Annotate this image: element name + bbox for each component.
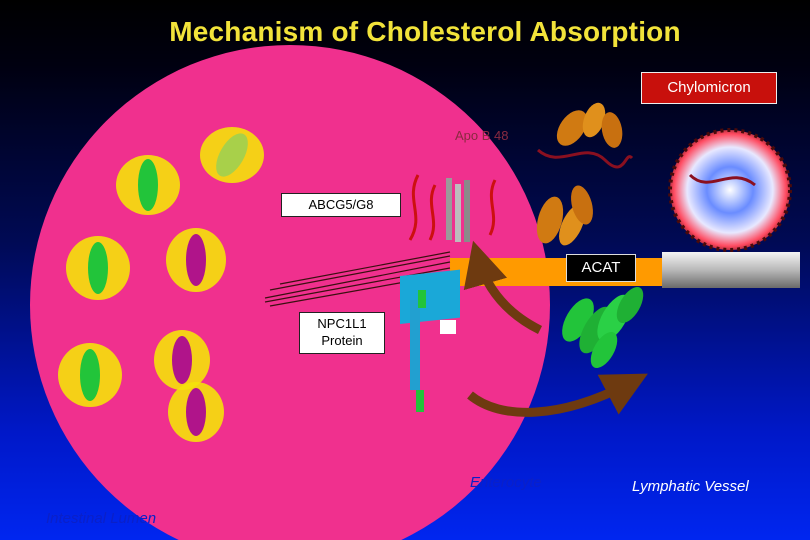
acat-label: ACAT bbox=[566, 254, 636, 282]
npc1l1-line2: Protein bbox=[321, 333, 363, 348]
arrow-to-acat bbox=[463, 240, 543, 335]
npc1l1-line1: NPC1L1 bbox=[317, 316, 367, 331]
abcg5-g8-transporter bbox=[408, 174, 497, 242]
green-cholesteryl-esters bbox=[562, 286, 644, 369]
npc1l1-label: NPC1L1 Protein bbox=[299, 312, 385, 354]
lipid-streaks bbox=[264, 251, 451, 307]
lymphatic-vessel-tube bbox=[662, 252, 800, 288]
enterocyte-label: Enterocyte bbox=[470, 474, 542, 491]
intestinal-lumen-label: Intestinal Lumen bbox=[46, 510, 157, 527]
chylomicron-particle bbox=[668, 128, 792, 252]
lymphatic-vessel-label: Lymphatic Vessel bbox=[632, 478, 749, 495]
micelle-group bbox=[58, 127, 264, 442]
npc1l1-protein bbox=[400, 269, 460, 412]
abcg5-g8-label: ABCG5/G8 bbox=[281, 193, 401, 217]
chylomicron-label: Chylomicron bbox=[641, 72, 777, 104]
arrow-to-lymph bbox=[467, 373, 648, 417]
page-title: Mechanism of Cholesterol Absorption bbox=[169, 16, 681, 47]
apo-b48-label: Apo B 48 bbox=[455, 128, 509, 143]
apo-b48-assembly bbox=[536, 102, 634, 246]
